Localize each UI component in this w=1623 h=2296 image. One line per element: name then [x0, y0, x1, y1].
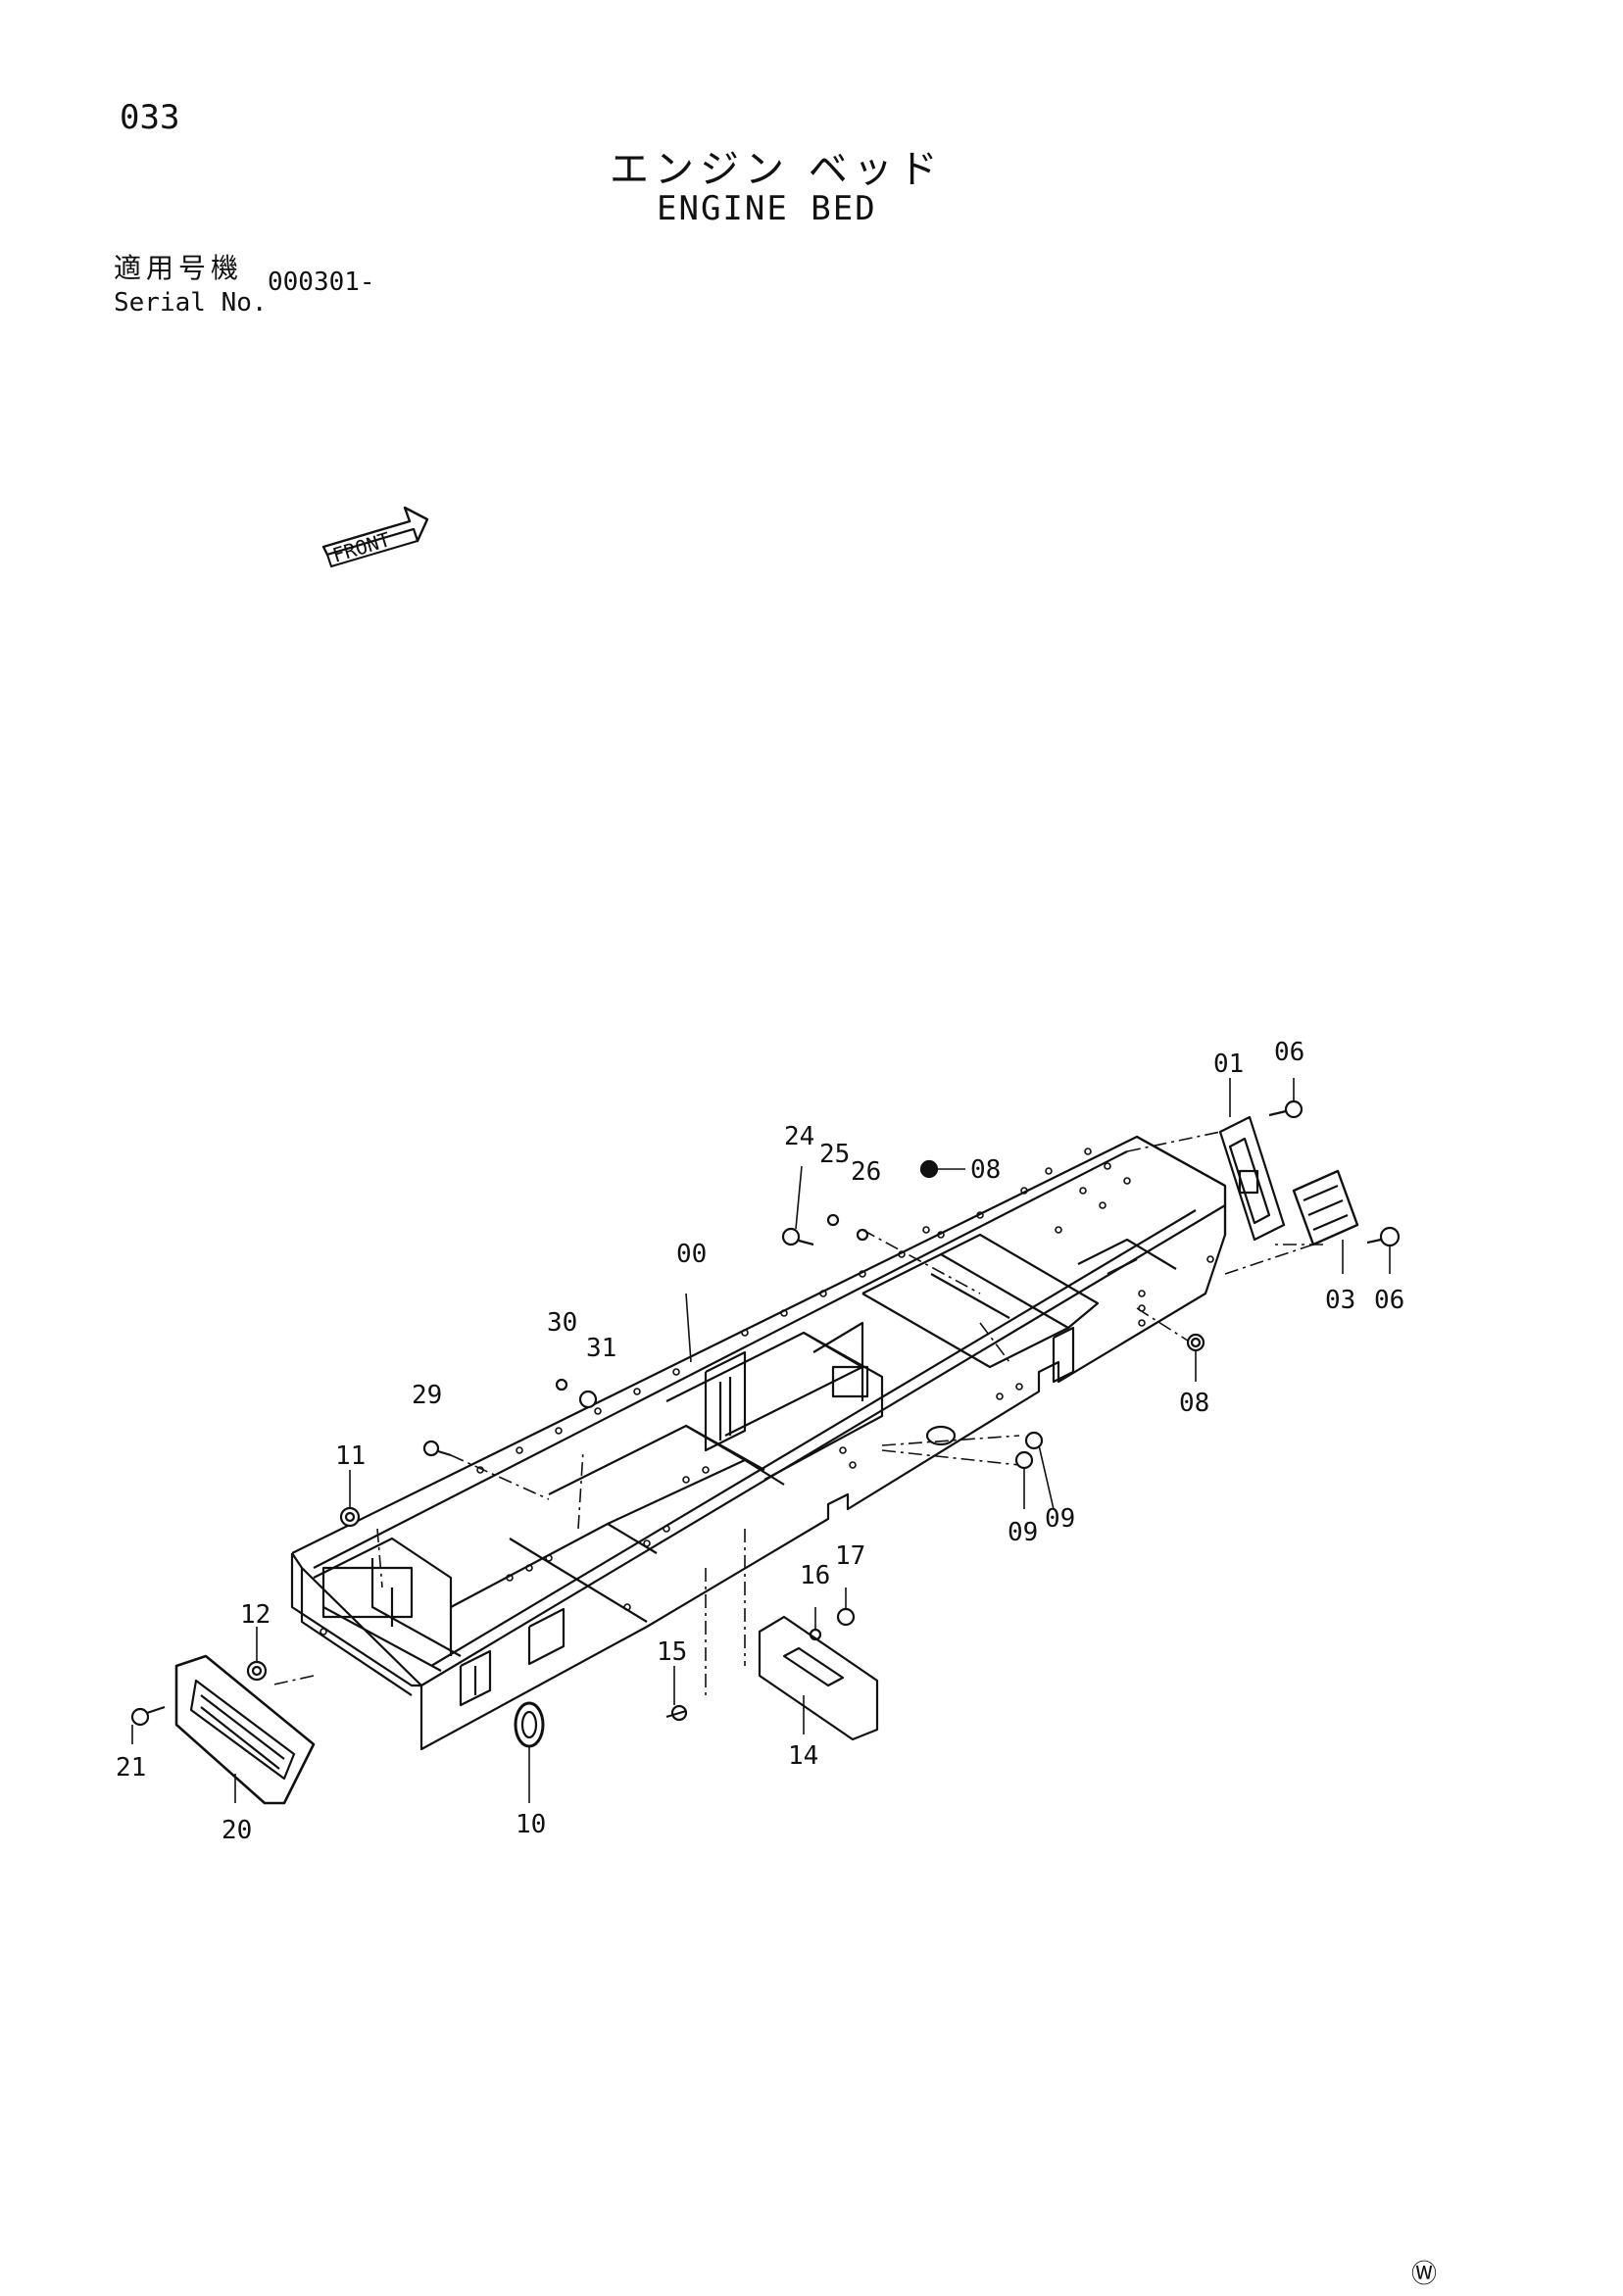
- serial-number-value: 000301-: [268, 268, 375, 297]
- callout-21: 21: [116, 1753, 146, 1783]
- callout-20: 20: [221, 1816, 252, 1845]
- callout-25: 25: [819, 1140, 850, 1169]
- front-mount-pad: [174, 1654, 316, 1805]
- callout-leaders: [131, 1078, 1391, 1803]
- callout-09-left: 09: [1008, 1518, 1038, 1547]
- callout-00: 00: [676, 1240, 707, 1269]
- callout-labels: 01 06 03 06 08 08 09 09 10 11 12 14 15 1…: [116, 1038, 1404, 1845]
- page-title: ENGINE BED: [657, 189, 877, 228]
- callout-08-top: 08: [970, 1155, 1001, 1185]
- callout-11: 11: [335, 1441, 366, 1471]
- callout-08-right: 08: [1179, 1389, 1209, 1418]
- serial-label: Serial No.: [114, 288, 268, 318]
- callout-14: 14: [788, 1741, 818, 1771]
- assembly-leaders: [269, 1131, 1323, 1695]
- callout-10: 10: [516, 1810, 546, 1839]
- callout-12: 12: [240, 1600, 270, 1630]
- callout-31: 31: [586, 1334, 616, 1363]
- rear-mount-pad: [1292, 1169, 1359, 1246]
- callout-06-right: 06: [1374, 1286, 1404, 1315]
- page-title-japanese: エンジン ベッド: [610, 147, 944, 192]
- callout-06-top: 06: [1274, 1038, 1304, 1067]
- front-arrow-icon: FRONT: [321, 506, 429, 567]
- callout-09-right: 09: [1045, 1504, 1075, 1534]
- callout-16: 16: [800, 1561, 830, 1590]
- frame-holes: [320, 1148, 1214, 1636]
- engine-bed-frame: [290, 1135, 1227, 1751]
- callout-29: 29: [412, 1381, 442, 1410]
- front-label: FRONT: [329, 527, 393, 567]
- callout-24: 24: [784, 1122, 814, 1151]
- serial-label-japanese: 適用号機: [114, 252, 244, 284]
- page-number: 033: [120, 98, 180, 137]
- callout-17: 17: [835, 1541, 865, 1571]
- callout-15: 15: [657, 1637, 687, 1667]
- plate-part: [758, 1615, 879, 1741]
- rear-bracket-part: [1218, 1115, 1286, 1242]
- w-circle-mark: Ⓦ: [1411, 2260, 1438, 2289]
- callout-30: 30: [547, 1308, 577, 1338]
- callout-01: 01: [1213, 1050, 1244, 1079]
- fasteners: [130, 1099, 1401, 1727]
- grommet-part: [514, 1701, 545, 1748]
- callout-26: 26: [851, 1157, 881, 1187]
- callout-03: 03: [1325, 1286, 1355, 1315]
